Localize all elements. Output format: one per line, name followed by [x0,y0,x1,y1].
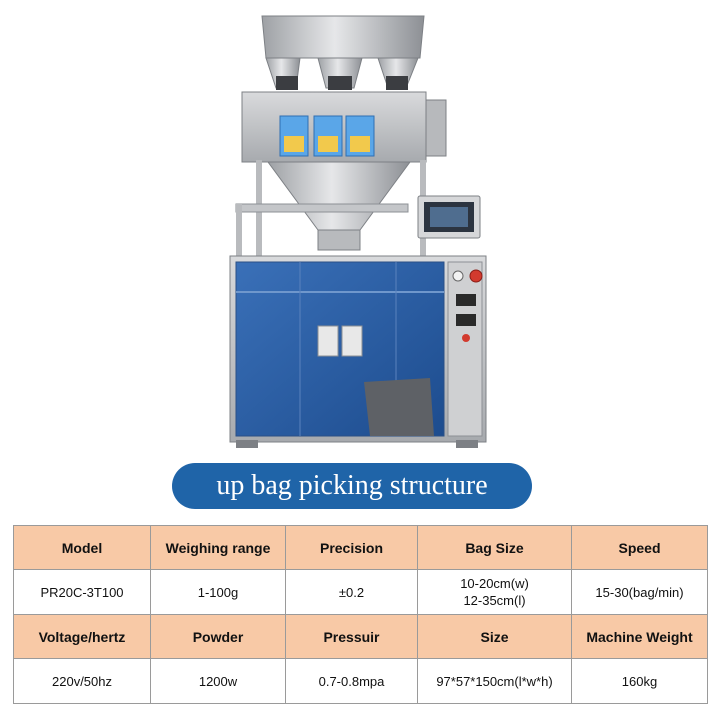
packing-machine-photo [229,15,487,448]
cabinet-controls [452,269,483,342]
header-precision: Precision [285,525,418,570]
spec-value-row: PR20C-3T100 1-100g ±0.2 10-20cm(w) 12-35… [13,569,708,615]
header-voltage: Voltage/hertz [13,614,151,659]
section-title: up bag picking structure [216,470,488,501]
top-hopper [261,15,425,90]
value-precision: ±0.2 [285,569,418,615]
value-power: 1200w [150,658,286,704]
value-pressure: 0.7-0.8mpa [285,658,418,704]
spec-value-row: 220v/50hz 1200w 0.7-0.8mpa 97*57*150cm(l… [13,658,708,704]
weigher-control-panel [279,115,375,157]
header-machine-weight: Machine Weight [571,614,708,659]
value-voltage: 220v/50hz [13,658,151,704]
touch-screen [417,195,481,239]
header-pressure: Pressuir [285,614,418,659]
value-model: PR20C-3T100 [13,569,151,615]
value-bag-size-length: 12-35cm(l) [463,593,526,608]
header-weighing-range: Weighing range [150,525,286,570]
header-size: Size [417,614,572,659]
header-speed: Speed [571,525,708,570]
main-cabinet [229,255,487,443]
machine-feet [236,440,478,448]
spec-header-row: Model Weighing range Precision Bag Size … [13,525,708,570]
collecting-funnel [267,161,411,251]
weigher-body [241,91,447,163]
header-power: Powder [150,614,286,659]
value-machine-weight: 160kg [571,658,708,704]
value-bag-size-width: 10-20cm(w) [460,576,529,591]
section-title-banner: up bag picking structure [172,463,532,509]
header-bag-size: Bag Size [417,525,572,570]
spec-header-row: Voltage/hertz Powder Pressuir Size Machi… [13,614,708,659]
value-size: 97*57*150cm(l*w*h) [417,658,572,704]
value-bag-size: 10-20cm(w) 12-35cm(l) [417,569,572,615]
value-weighing-range: 1-100g [150,569,286,615]
value-speed: 15-30(bag/min) [571,569,708,615]
header-model: Model [13,525,151,570]
spec-table: Model Weighing range Precision Bag Size … [13,525,708,704]
